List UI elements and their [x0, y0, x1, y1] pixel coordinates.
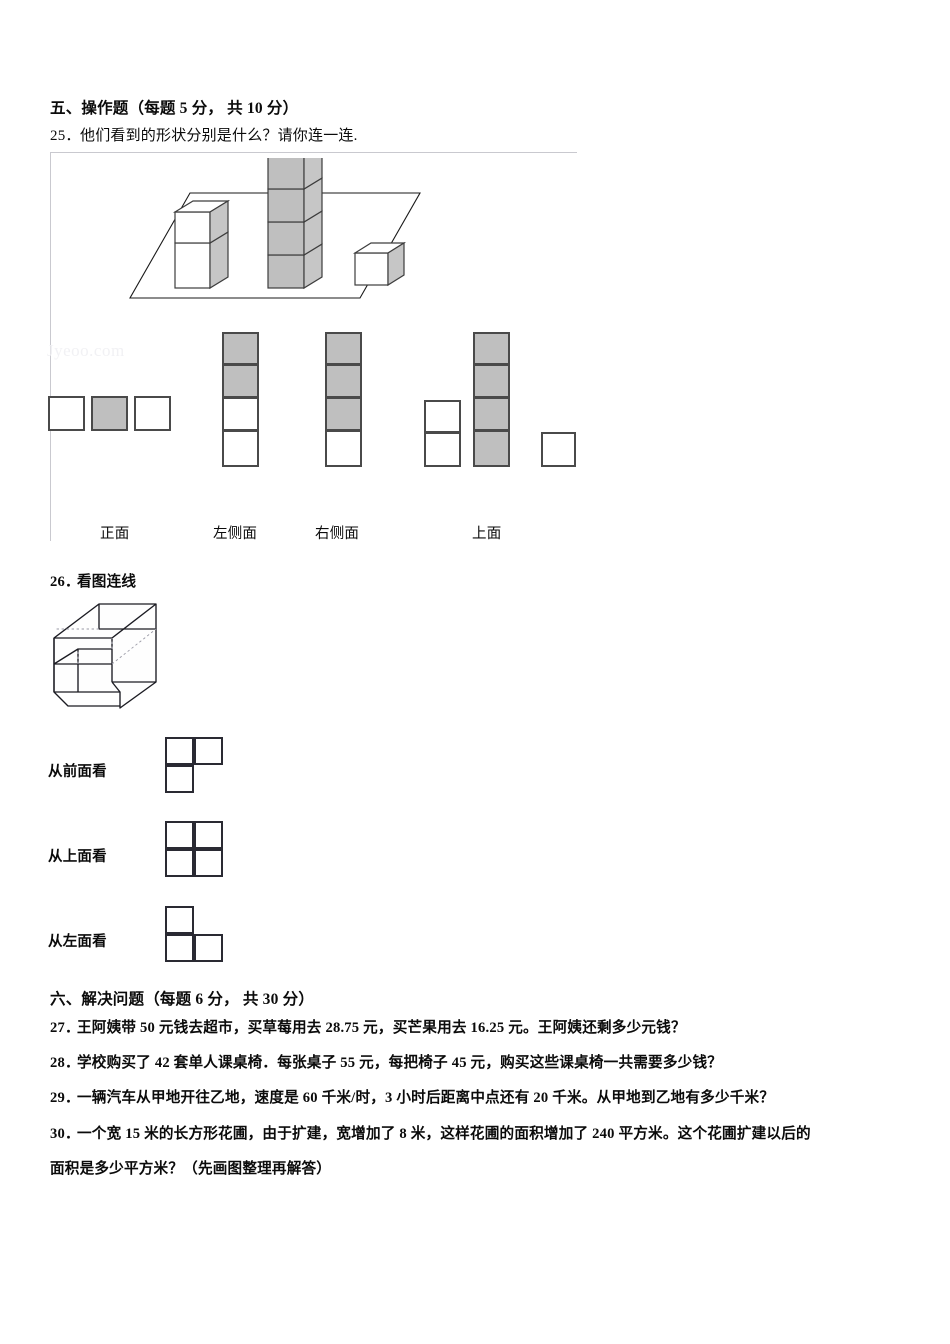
question-25-text: 他们看到的形状分别是什么？请你连一连. — [80, 128, 358, 144]
top-view-mid-cell-3[interactable] — [473, 398, 510, 431]
front-view-shape-cell-tl[interactable] — [165, 737, 194, 765]
question-25-number: 25． — [50, 128, 81, 144]
section-six-heading: 六、解决问题（每题 6 分， 共 30 分） — [50, 991, 315, 1008]
left-side-view-cell-1[interactable] — [222, 332, 259, 365]
question-25-3d-scene — [129, 158, 421, 299]
right-stack-cube — [352, 241, 407, 287]
front-view-shape-cell-tr[interactable] — [194, 737, 223, 765]
front-view-cell-3[interactable] — [134, 396, 171, 431]
top-view-left-cell-2[interactable] — [424, 433, 461, 467]
question-30-text-line-1: 一个宽 15 米的长方形花圃，由于扩建，宽增加了 8 米，这样花圃的面积增加了 … — [77, 1126, 811, 1142]
left-side-view-cell-3[interactable] — [222, 398, 259, 431]
top-view-shape-cell-tr[interactable] — [194, 821, 223, 849]
left-side-view-cell-4[interactable] — [222, 431, 259, 467]
top-view-row-label: 从上面看 — [48, 849, 107, 865]
front-view-label: 正面 — [100, 526, 130, 542]
left-stack-cube-upper — [172, 199, 231, 245]
question-30-number: 30． — [50, 1126, 80, 1142]
watermark-text: Jyeoo.com — [47, 341, 125, 360]
question-30-text-line-2: 面积是多少平方米？（先画图整理再解答） — [50, 1161, 332, 1177]
front-view-row-label: 从前面看 — [48, 764, 107, 780]
right-side-view-cell-4[interactable] — [325, 431, 362, 467]
front-view-cell-1[interactable] — [48, 396, 85, 431]
top-view-right-cell-1[interactable] — [541, 432, 576, 467]
question-28-number: 28． — [50, 1055, 80, 1071]
right-side-view-cell-1[interactable] — [325, 332, 362, 365]
top-view-shape-cell-br[interactable] — [194, 849, 223, 877]
top-view-mid-cell-4[interactable] — [473, 431, 510, 467]
question-26-number: 26． — [50, 574, 80, 590]
question-29-number: 29． — [50, 1090, 80, 1106]
top-view-mid-cell-1[interactable] — [473, 332, 510, 365]
question-25-figure-frame — [50, 152, 577, 541]
question-26-text: 看图连线 — [77, 574, 137, 590]
right-side-view-cell-2[interactable] — [325, 365, 362, 398]
question-29-text: 一辆汽车从甲地开往乙地，速度是 60 千米/时，3 小时后距离中点还有 20 千… — [77, 1090, 775, 1106]
top-view-shape-cell-bl[interactable] — [165, 849, 194, 877]
top-view-label: 上面 — [472, 526, 502, 542]
right-side-view-label: 右侧面 — [315, 526, 360, 542]
left-side-view-cell-2[interactable] — [222, 365, 259, 398]
section-five-heading: 五、操作题（每题 5 分， 共 10 分） — [50, 100, 299, 117]
left-stack-cube-lower — [174, 230, 229, 290]
top-view-mid-cell-2[interactable] — [473, 365, 510, 398]
right-side-view-cell-3[interactable] — [325, 398, 362, 431]
top-view-shape-cell-tl[interactable] — [165, 821, 194, 849]
left-side-view-label: 左侧面 — [213, 526, 258, 542]
top-view-left-cell-1[interactable] — [424, 400, 461, 433]
left-view-shape-cell-bl[interactable] — [165, 934, 194, 962]
question-28-text: 学校购买了 42 套单人课桌椅．每张桌子 55 元，每把椅子 45 元，购买这些… — [77, 1055, 723, 1071]
middle-stack — [267, 158, 323, 290]
question-27-text: 王阿姨带 50 元钱去超市，买草莓用去 28.75 元，买芒果用去 16.25 … — [77, 1020, 686, 1036]
left-view-shape-cell-tl[interactable] — [165, 906, 194, 934]
question-26-3d-solid — [53, 603, 157, 709]
question-27-number: 27． — [50, 1020, 80, 1036]
left-view-row-label: 从左面看 — [48, 934, 107, 950]
front-view-shape-cell-bl[interactable] — [165, 765, 194, 793]
left-view-shape-cell-br[interactable] — [194, 934, 223, 962]
front-view-cell-2[interactable] — [91, 396, 128, 431]
